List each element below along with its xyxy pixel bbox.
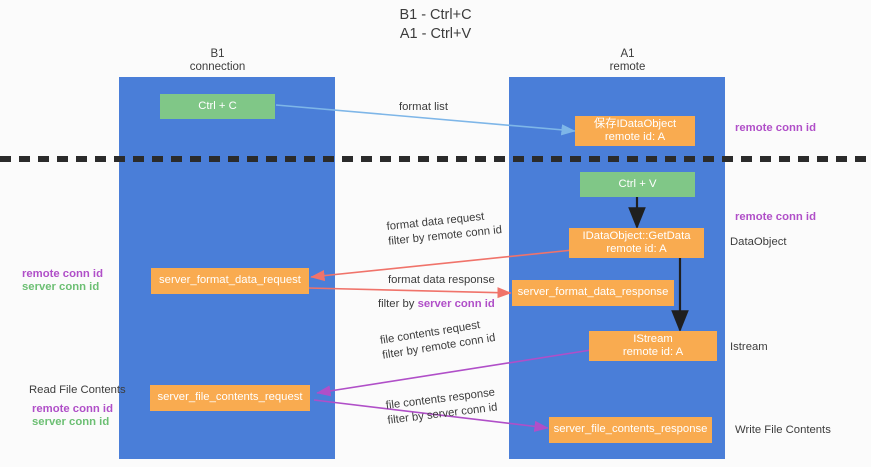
phase-divider <box>0 156 871 162</box>
right-label-write-file-contents: Write File Contents <box>735 424 831 436</box>
box-idataobject-store-sub: remote id: A <box>604 131 666 143</box>
lane-header-b1-line1: B1 <box>210 48 225 60</box>
left-label-read-file-contents: Read File Contents <box>29 384 126 396</box>
box-istream-sub: remote id: A <box>622 346 684 358</box>
box-server-format-data-request[interactable]: server_format_data_request <box>151 268 309 294</box>
left-label-server-conn-id: server conn id <box>22 281 100 293</box>
annotation-format-list: format list <box>399 101 448 113</box>
lane-header-a1: A1 remote <box>555 48 700 74</box>
box-server-format-data-request-label: server_format_data_request <box>159 274 301 287</box>
annotation-filter-key-server-conn-id: server conn id <box>417 298 495 310</box>
arrow-format-data-request <box>310 249 574 282</box>
title-line-1: B1 - Ctrl+C <box>399 7 472 23</box>
arrow-file-contents-response <box>313 399 549 432</box>
box-istream-label: IStream <box>633 332 673 345</box>
annotation-format-data-response: format data response <box>388 274 495 286</box>
box-server-file-contents-request[interactable]: server_file_contents_request <box>150 385 310 411</box>
right-label-remote-conn-id-mid: remote conn id <box>735 211 816 223</box>
box-idataobject-getdata-label: IDataObject::GetData <box>582 229 691 242</box>
left-label-remote-conn-id: remote conn id <box>22 268 103 280</box>
right-label-remote-conn-id-top: remote conn id <box>735 122 816 134</box>
page-title: B1 - Ctrl+C A1 - Ctrl+V <box>0 6 871 44</box>
lane-header-a1-line2: remote <box>609 61 646 73</box>
box-ctrl-v[interactable]: Ctrl + V <box>580 172 695 197</box>
annotation-format-data-response-filter: filter by server conn id <box>378 298 495 312</box>
box-server-file-contents-request-label: server_file_contents_request <box>157 391 303 404</box>
box-ctrl-v-label: Ctrl + V <box>618 177 657 190</box>
right-label-dataobject: DataObject <box>730 236 787 248</box>
box-ctrl-c[interactable]: Ctrl + C <box>160 94 275 119</box>
arrow-format-list <box>275 104 576 136</box>
annotation-filter-prefix-2: filter by <box>378 298 418 310</box>
box-server-file-contents-response[interactable]: server_file_contents_response <box>549 417 712 443</box>
annotation-filter-prefix: filter by <box>387 231 429 248</box>
lane-header-b1: B1 connection <box>145 48 290 74</box>
arrow-file-contents-request <box>316 349 592 397</box>
arrow-format-data-response <box>307 287 512 299</box>
box-server-file-contents-response-label: server_file_contents_response <box>553 423 708 436</box>
box-idataobject-getdata[interactable]: IDataObject::GetData remote id: A <box>569 228 704 258</box>
box-server-format-data-response-label: server_format_data_response <box>517 286 669 299</box>
left-label-remote-conn-id-2: remote conn id <box>32 403 113 415</box>
box-ctrl-c-label: Ctrl + C <box>198 99 237 112</box>
box-istream[interactable]: IStream remote id: A <box>589 331 717 361</box>
box-server-format-data-response[interactable]: server_format_data_response <box>512 280 674 306</box>
title-line-2: A1 - Ctrl+V <box>399 26 472 42</box>
lane-header-b1-line2: connection <box>189 61 246 73</box>
box-idataobject-getdata-sub: remote id: A <box>606 243 667 255</box>
annotation-filter-prefix-4: filter by <box>386 410 428 427</box>
box-idataobject-store-label: 保存IDataObject <box>593 117 677 130</box>
right-label-istream: Istream <box>730 341 768 353</box>
box-idataobject-store[interactable]: 保存IDataObject remote id: A <box>575 116 695 146</box>
left-label-server-conn-id-2: server conn id <box>32 416 110 428</box>
lane-header-a1-line1: A1 <box>620 48 635 60</box>
